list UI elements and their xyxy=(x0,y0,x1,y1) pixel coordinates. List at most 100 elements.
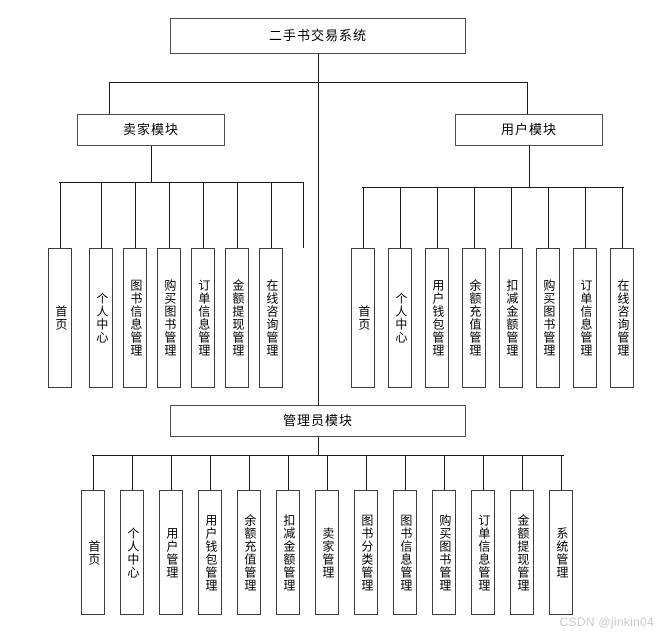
connector-user-leaf-1 xyxy=(400,187,401,248)
connector-user-leaf-2 xyxy=(437,187,438,248)
connector-to-admin-module xyxy=(318,82,319,405)
node-leaf-admin-11[interactable]: 金额提现管理 xyxy=(510,490,534,615)
node-leaf-user-5[interactable]: 购买图书管理 xyxy=(536,248,560,388)
node-label: 余额充值管理 xyxy=(467,279,482,357)
node-leaf-admin-2[interactable]: 用户管理 xyxy=(159,490,183,615)
node-label: 首页 xyxy=(53,305,68,331)
node-leaf-user-4[interactable]: 扣减金额管理 xyxy=(499,248,523,388)
node-leaf-admin-3[interactable]: 用户钱包管理 xyxy=(198,490,222,615)
connector-user-leaf-0 xyxy=(363,187,364,248)
node-module-admin[interactable]: 管理员模块 xyxy=(170,405,466,437)
node-leaf-user-2[interactable]: 用户钱包管理 xyxy=(425,248,449,388)
node-leaf-admin-12[interactable]: 系统管理 xyxy=(549,490,573,615)
node-leaf-admin-5[interactable]: 扣减金额管理 xyxy=(276,490,300,615)
node-label: 订单信息管理 xyxy=(476,513,491,592)
connector-admin-leaf-11 xyxy=(522,455,523,490)
node-label: 用户模块 xyxy=(500,121,557,137)
connector-seller-leaf-3 xyxy=(169,182,170,248)
connector-user-leaf-4 xyxy=(511,187,512,248)
connector-admin-leaf-2 xyxy=(171,455,172,490)
node-label: 购买图书管理 xyxy=(437,513,452,592)
node-label: 个人中心 xyxy=(393,292,408,344)
node-leaf-seller-2[interactable]: 图书信息管理 xyxy=(123,248,147,388)
node-label: 个人中心 xyxy=(125,526,140,579)
connector-admin-leaf-6 xyxy=(327,455,328,490)
node-label: 金额提现管理 xyxy=(515,513,530,592)
connector-user-leaf-3 xyxy=(474,187,475,248)
node-label: 图书信息管理 xyxy=(128,279,143,357)
node-root-system[interactable]: 二手书交易系统 xyxy=(170,18,466,54)
node-label: 购买图书管理 xyxy=(162,279,177,357)
node-leaf-admin-7[interactable]: 图书分类管理 xyxy=(354,490,378,615)
node-module-user[interactable]: 用户模块 xyxy=(455,114,603,146)
connector-seller-leaf-2 xyxy=(135,182,136,248)
connector-admin-leaf-9 xyxy=(444,455,445,490)
node-label: 订单信息管理 xyxy=(578,279,593,357)
connector-admin-leaf-0 xyxy=(93,455,94,490)
node-label: 图书信息管理 xyxy=(398,513,413,592)
connector-admin-bus xyxy=(92,455,564,456)
connector-user-bus xyxy=(362,187,624,188)
node-label: 扣减金额管理 xyxy=(504,279,519,357)
node-leaf-user-3[interactable]: 余额充值管理 xyxy=(462,248,486,388)
connector-user-stem xyxy=(529,146,530,187)
connector-seller-leaf-1 xyxy=(101,182,102,248)
node-leaf-seller-5[interactable]: 金额提现管理 xyxy=(225,248,249,388)
node-label: 订单信息管理 xyxy=(196,279,211,357)
node-leaf-admin-4[interactable]: 余额充值管理 xyxy=(237,490,261,615)
connector-root-stem xyxy=(318,54,319,82)
connector-seller-stem xyxy=(151,146,152,182)
node-leaf-seller-1[interactable]: 个人中心 xyxy=(89,248,113,388)
node-leaf-user-0[interactable]: 首页 xyxy=(351,248,375,388)
node-leaf-seller-3[interactable]: 购买图书管理 xyxy=(157,248,181,388)
connector-seller-bus xyxy=(59,182,304,183)
node-leaf-admin-0[interactable]: 首页 xyxy=(81,490,105,615)
node-label: 用户钱包管理 xyxy=(203,513,218,592)
connector-admin-leaf-3 xyxy=(210,455,211,490)
connector-admin-leaf-5 xyxy=(288,455,289,490)
node-label: 卖家模块 xyxy=(122,121,179,137)
node-label: 在线咨询管理 xyxy=(615,279,630,357)
connector-to-seller-module xyxy=(109,82,110,115)
node-label: 扣减金额管理 xyxy=(281,513,296,592)
node-leaf-seller-4[interactable]: 订单信息管理 xyxy=(191,248,215,388)
node-label: 首页 xyxy=(356,305,371,331)
connector-admin-leaf-7 xyxy=(366,455,367,490)
connector-admin-leaf-8 xyxy=(405,455,406,490)
node-leaf-admin-10[interactable]: 订单信息管理 xyxy=(471,490,495,615)
connector-admin-leaf-12 xyxy=(561,455,562,490)
connector-user-leaf-6 xyxy=(585,187,586,248)
node-label: 图书分类管理 xyxy=(359,513,374,592)
connector-seller-leaf-6 xyxy=(271,182,272,248)
node-label: 在线咨询管理 xyxy=(264,279,279,357)
node-label: 购买图书管理 xyxy=(541,279,556,357)
connector-seller-leaf-0 xyxy=(60,182,61,248)
node-leaf-admin-8[interactable]: 图书信息管理 xyxy=(393,490,417,615)
connector-user-leaf-7 xyxy=(622,187,623,248)
node-label: 卖家管理 xyxy=(320,526,335,579)
node-leaf-user-1[interactable]: 个人中心 xyxy=(388,248,412,388)
node-leaf-admin-9[interactable]: 购买图书管理 xyxy=(432,490,456,615)
connector-admin-leaf-10 xyxy=(483,455,484,490)
node-leaf-seller-0[interactable]: 首页 xyxy=(48,248,72,388)
connector-admin-stem xyxy=(318,437,319,455)
watermark-text: CSDN @jinkin04 xyxy=(559,615,654,629)
node-leaf-user-7[interactable]: 在线咨询管理 xyxy=(610,248,634,388)
connector-to-user-module xyxy=(527,82,528,115)
node-label: 金额提现管理 xyxy=(230,279,245,357)
connector-seller-leaf-5 xyxy=(237,182,238,248)
connector-seller-leaf-4 xyxy=(203,182,204,248)
node-label: 用户管理 xyxy=(164,526,179,579)
node-leaf-user-6[interactable]: 订单信息管理 xyxy=(573,248,597,388)
node-label: 首页 xyxy=(86,539,101,566)
node-label: 管理员模块 xyxy=(282,412,353,428)
node-leaf-admin-1[interactable]: 个人中心 xyxy=(120,490,144,615)
node-label: 二手书交易系统 xyxy=(268,27,367,43)
node-module-seller[interactable]: 卖家模块 xyxy=(77,114,225,146)
node-label: 用户钱包管理 xyxy=(430,279,445,357)
connector-user-leaf-5 xyxy=(548,187,549,248)
node-leaf-seller-6[interactable]: 在线咨询管理 xyxy=(259,248,283,388)
node-leaf-admin-6[interactable]: 卖家管理 xyxy=(315,490,339,615)
node-label: 余额充值管理 xyxy=(242,513,257,592)
